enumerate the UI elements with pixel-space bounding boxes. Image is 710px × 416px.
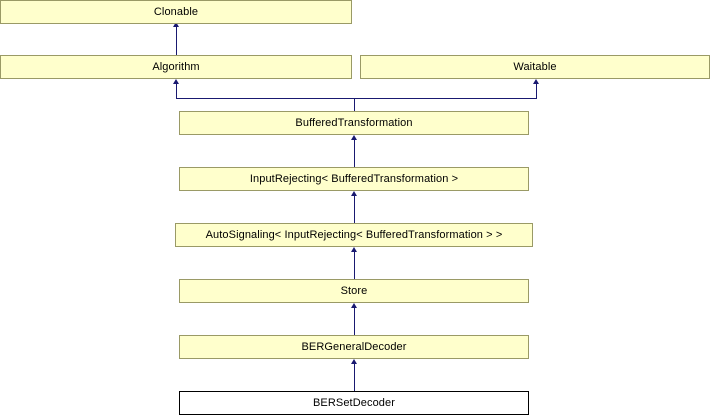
arrowhead-store [351, 303, 357, 308]
edge-store-to-autosignaling [354, 252, 355, 279]
class-node-store[interactable]: Store [179, 279, 529, 303]
class-node-label: Waitable [513, 60, 557, 73]
edge-bufferedtransformation-bus [176, 98, 537, 99]
edge-bufferedtransformation-stem [354, 98, 355, 111]
class-node-label: Store [340, 284, 368, 297]
edge-autosignaling-to-inputrejecting [354, 196, 355, 223]
class-node-waitable[interactable]: Waitable [360, 55, 710, 79]
arrowhead-waitable [533, 79, 539, 84]
edge-bus-to-algorithm [176, 84, 177, 98]
class-node-buffered-transformation[interactable]: BufferedTransformation [179, 111, 529, 135]
arrowhead-algorithm [173, 79, 179, 84]
edge-algorithm-to-clonable [176, 26, 177, 55]
edge-inputrejecting-to-bufferedtransformation [354, 140, 355, 167]
class-node-ber-general-decoder[interactable]: BERGeneralDecoder [179, 335, 529, 359]
class-node-input-rejecting[interactable]: InputRejecting< BufferedTransformation > [179, 167, 529, 191]
class-node-label: BERSetDecoder [312, 396, 395, 409]
class-node-label: InputRejecting< BufferedTransformation > [249, 172, 459, 185]
class-node-label: BERGeneralDecoder [301, 340, 407, 353]
edge-bergeneraldecoder-to-store [354, 308, 355, 335]
class-node-label: Clonable [153, 5, 199, 18]
arrowhead-clonable [173, 22, 179, 27]
class-node-ber-set-decoder[interactable]: BERSetDecoder [179, 391, 529, 415]
class-node-auto-signaling[interactable]: AutoSignaling< InputRejecting< BufferedT… [175, 223, 533, 247]
class-node-label: Algorithm [152, 60, 200, 73]
class-node-algorithm[interactable]: Algorithm [0, 55, 352, 79]
arrowhead-bufferedtransformation [351, 135, 357, 140]
class-node-clonable[interactable]: Clonable [0, 0, 352, 24]
class-node-label: AutoSignaling< InputRejecting< BufferedT… [205, 228, 503, 241]
arrowhead-bergeneraldecoder [351, 359, 357, 364]
arrowhead-autosignaling [351, 247, 357, 252]
edge-bersetdecoder-to-bergeneraldecoder [354, 364, 355, 391]
class-node-label: BufferedTransformation [295, 116, 413, 129]
edge-bus-to-waitable [536, 84, 537, 98]
arrowhead-inputrejecting [351, 191, 357, 196]
